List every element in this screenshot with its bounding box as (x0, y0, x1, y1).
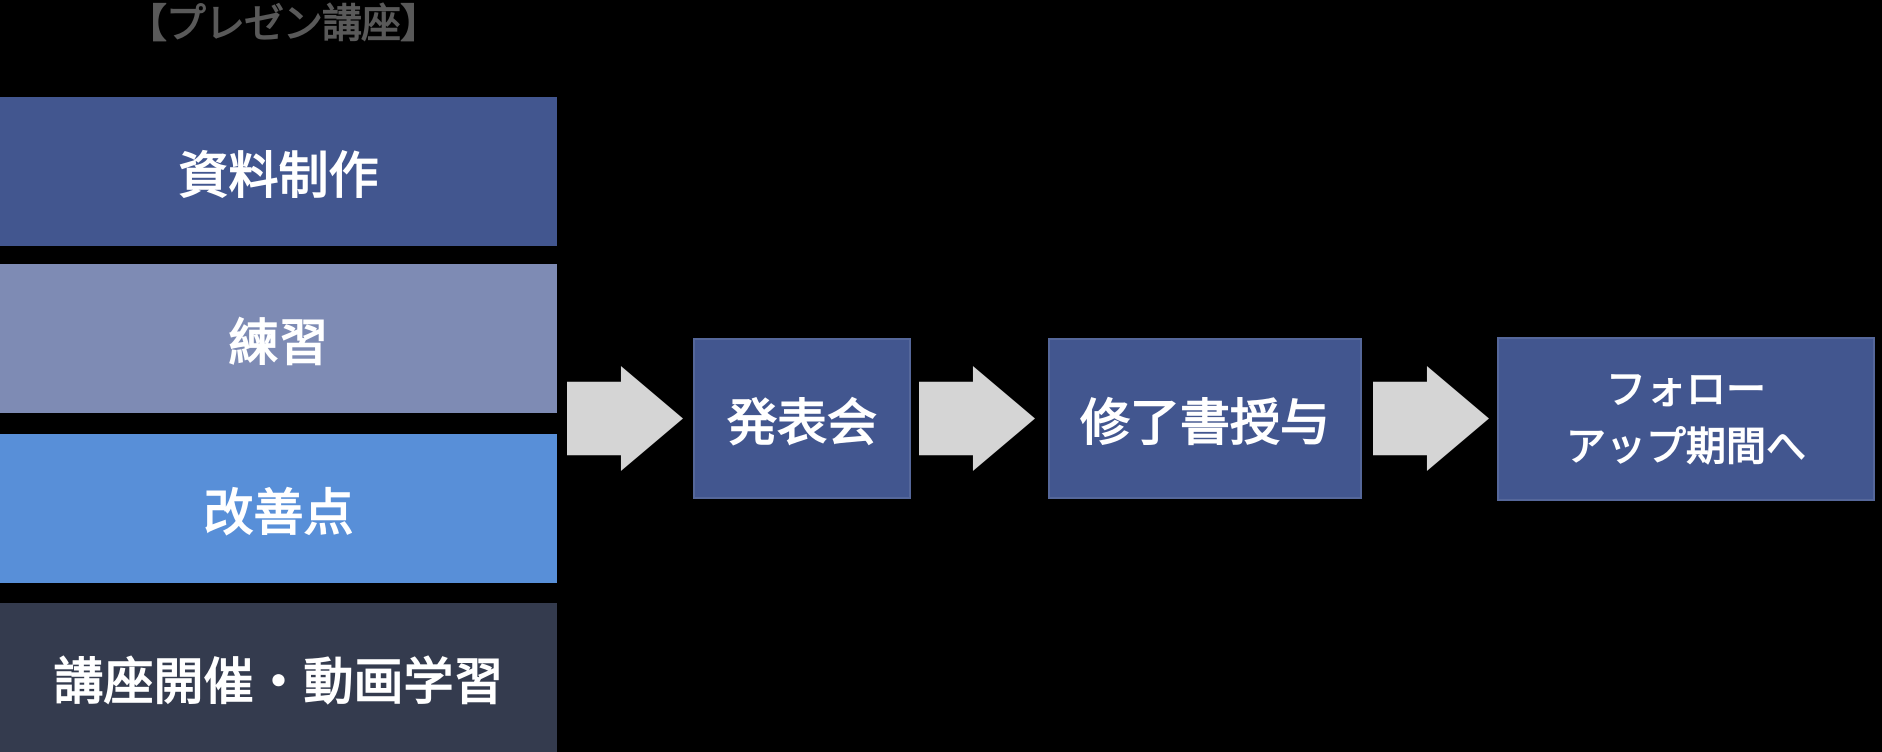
course-step-label: 練習 (228, 314, 329, 371)
flow-step-presentation: 発表会 (693, 338, 911, 499)
course-step-label: 資料制作 (178, 147, 379, 204)
diagram-title: 【プレゼン講座】 (127, 2, 440, 46)
course-step-label: 講座開催・動画学習 (53, 653, 504, 710)
flow-step-label-line2: アップ期間へ (1566, 425, 1806, 469)
course-step-lecture-video: 講座開催・動画学習 (0, 603, 557, 752)
flow-step-label: 修了書授与 (1080, 394, 1330, 451)
course-step-label: 改善点 (203, 484, 354, 541)
arrow-right-icon (567, 366, 683, 471)
course-step-practice: 練習 (0, 264, 557, 413)
course-step-improvements: 改善点 (0, 434, 557, 583)
flow-step-followup: フォロー アップ期間へ (1497, 337, 1875, 501)
arrow-right-icon (1373, 366, 1489, 471)
flow-step-label: 発表会 (727, 394, 877, 451)
course-step-materials: 資料制作 (0, 97, 557, 246)
flow-step-certificate: 修了書授与 (1048, 338, 1362, 499)
arrow-right-icon (919, 366, 1035, 471)
flow-step-label-line1: フォロー (1606, 368, 1766, 412)
